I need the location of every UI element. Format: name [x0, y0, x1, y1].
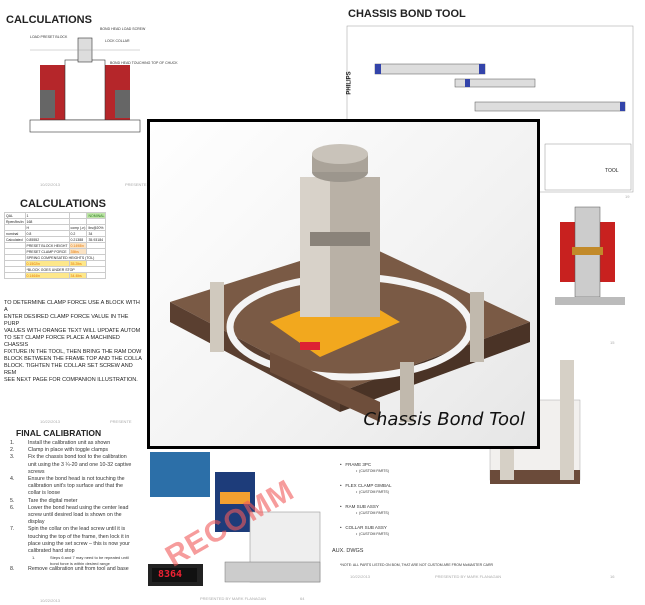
bom-item: • FRAME 3PC • (CUSTOM PARTS) — [340, 462, 392, 474]
step-number: 1. — [32, 555, 36, 561]
cross-section-drawing — [29, 37, 141, 133]
paragraph-line: ENTER DESIRED CLAMP FORCE VALUE IN THE P… — [4, 314, 129, 327]
calibration-step: 2. Clamp in place with toggle clamps — [10, 447, 136, 454]
step-text: Spin the collar on the lead screw until … — [28, 526, 130, 555]
page-number: 64 — [300, 596, 305, 601]
slide-date: 10/22/2013 — [350, 574, 371, 579]
bom-item-sub-label: (CUSTOM PARTS) — [359, 532, 389, 536]
red-tool-image — [555, 206, 625, 305]
aux-drawings: AUX. DWGS — [332, 548, 364, 554]
calibration-step: 3. Fix the chassis bond tool to the calib… — [10, 454, 136, 476]
featured-render: Chassis Bond Tool — [147, 119, 540, 449]
cell: 34.4lbs — [68, 272, 88, 279]
final-calibration-slide: FINAL CALIBRATION 1. Install the calibrat… — [0, 426, 140, 605]
instructions-paragraph: TO DETERMINE CLAMP FORCE USE A BLOCK WIT… — [4, 300, 143, 384]
tool-label: TOOL — [605, 168, 619, 174]
label: BOND HEAD LOAD SCREW — [100, 27, 146, 31]
paragraph-line: TO SET CLAMP FORCE PLACE A MACHINED CHAS… — [4, 335, 120, 348]
bom-item-label: RAM SUB ASSY — [345, 504, 379, 509]
paragraph-line: BLOCK. TIGHTEN THE COLLAR SET SCREW AND … — [4, 363, 133, 376]
slide-title: FINAL CALIBRATION — [16, 428, 102, 438]
label: LOCK COLLAR — [105, 39, 130, 43]
bom-list: • FRAME 3PC• (CUSTOM PARTS)• FLEX CLAMP … — [340, 462, 392, 546]
step-number: 6. — [10, 504, 15, 511]
step-text: Remove calibration unit from tool and ba… — [28, 566, 129, 573]
paragraph-line: SEE NEXT PAGE FOR COMPANION ILLUSTRATION… — [4, 377, 138, 383]
step-text: Clamp in place with toggle clamps — [28, 447, 109, 454]
bom-item-sub-label: (CUSTOM PARTS) — [359, 469, 389, 473]
page-number: 19 — [625, 194, 630, 199]
bom-item-name: • FLEX CLAMP GIMBAL — [340, 483, 392, 488]
paragraph-line: BLOCK BETWEEN THE FRAME TOP AND THE COLL… — [4, 356, 142, 362]
bom-item-sub-label: (CUSTOM PARTS) — [359, 490, 389, 494]
bom-item-name: • RAM SUB ASSY — [340, 504, 379, 509]
bom-item-sub: • (CUSTOM PARTS) — [356, 469, 389, 473]
step-number: 3. — [10, 454, 15, 461]
label: BOND HEAD TOUCHING TOP OF CHUCK — [110, 61, 178, 65]
slide-date: 10/22/2013 — [40, 598, 61, 603]
label: LOAD PRESET BLOCK — [30, 35, 68, 39]
chassis-bond-tool-render — [170, 144, 530, 422]
calibration-step: 1. Steps 6 and 7 may need to be repeated … — [10, 555, 136, 566]
paragraph-line: VALUES WITH ORANGE TEXT WILL UPDATE AUTO… — [4, 328, 141, 334]
calibration-step: 7. Spin the collar on the lead screw unti… — [10, 526, 136, 555]
step-text: Ensure the bond head is not touching the… — [28, 476, 125, 497]
bom-item-sub: • (CUSTOM PARTS) — [356, 490, 389, 494]
bom-note: *NOTE: ALL PARTS LISTED ON BOM, THAT ARE… — [340, 563, 494, 567]
feature-caption: Chassis Bond Tool — [363, 409, 525, 430]
calibration-unit-image — [148, 452, 321, 586]
bom-item-sub: • (CUSTOM PARTS) — [356, 532, 389, 536]
brand-label: PHILIPS — [346, 71, 353, 95]
digital-meter-readout: 8364 — [158, 569, 183, 580]
bom-item: • COLLAR SUB ASSY • (CUSTOM PARTS) — [340, 525, 392, 537]
slide-date: 10/22/2013 — [40, 182, 61, 187]
page-number: 16 — [610, 574, 615, 579]
page-number: 15 — [610, 340, 615, 345]
bom-item-label: COLLAR SUB ASSY — [345, 525, 387, 530]
slide-presenter: PRESENTE — [110, 419, 132, 424]
step-number: 5. — [10, 497, 15, 504]
calibration-step: 1. Install the calibration unit as shown — [10, 440, 136, 447]
step-number: 7. — [10, 526, 15, 533]
calibration-step: 6. Lower the bond head using the center l… — [10, 505, 136, 527]
slide-title: CALCULATIONS — [6, 14, 92, 26]
calibration-step: 4. Ensure the bond head is not touching t… — [10, 476, 136, 498]
slide-presenter: PRESENTE — [125, 182, 147, 187]
paragraph-line: TO DETERMINE CLAMP FORCE USE A BLOCK WIT… — [4, 300, 140, 313]
bom-item-label: FRAME 3PC — [345, 462, 372, 467]
slide-presenter: PRESENTED BY MARK FLANAGAN — [435, 574, 502, 579]
calibration-step: 8. Remove calibration unit from tool and … — [10, 566, 136, 573]
bom-item-sub: • (CUSTOM PARTS) — [356, 511, 389, 515]
slide-presenter: PRESENTED BY MARK FLANAGAN — [200, 596, 267, 601]
bom-item: • RAM SUB ASSY • (CUSTOM PARTS) — [340, 504, 392, 516]
step-text: Install the calibration unit as shown — [28, 440, 111, 446]
slide-title: CALCULATIONS — [20, 198, 106, 210]
paragraph-line: FIXTURE IN THE TOOL, THEN BRING THE RAM … — [4, 349, 142, 355]
bom-item-name: • FRAME 3PC — [340, 462, 372, 467]
bom-item-label: FLEX CLAMP GIMBAL — [345, 483, 392, 488]
bom-item-sub-label: (CUSTOM PARTS) — [359, 511, 389, 515]
cell: 0.1464in — [24, 272, 70, 279]
step-number: 4. — [10, 476, 15, 483]
slide-date: 10/22/2013 — [40, 419, 61, 424]
step-text: Tare the digital meter — [28, 497, 78, 504]
bom-item: • FLEX CLAMP GIMBAL • (CUSTOM PARTS) — [340, 483, 392, 495]
step-text: Lower the bond head using the center lea… — [28, 504, 129, 526]
bom-slide: • FRAME 3PC• (CUSTOM PARTS)• FLEX CLAMP … — [330, 360, 645, 600]
step-number: 8. — [10, 566, 15, 573]
slide-title: CHASSIS BOND TOOL — [348, 8, 466, 20]
calibration-step: 5. Tare the digital meter — [10, 498, 136, 505]
step-text: Steps 6 and 7 may need to be repeated un… — [50, 555, 129, 566]
calculations-slide-1: CALCULATIONS LOAD PRESET BLOCK BOND HEAD… — [0, 0, 178, 192]
bom-item-name: • COLLAR SUB ASSY — [340, 525, 387, 530]
step-number: 2. — [10, 447, 15, 454]
step-number: 1. — [10, 440, 15, 446]
step-text: Fix the chassis bond tool to the calibra… — [28, 454, 132, 475]
